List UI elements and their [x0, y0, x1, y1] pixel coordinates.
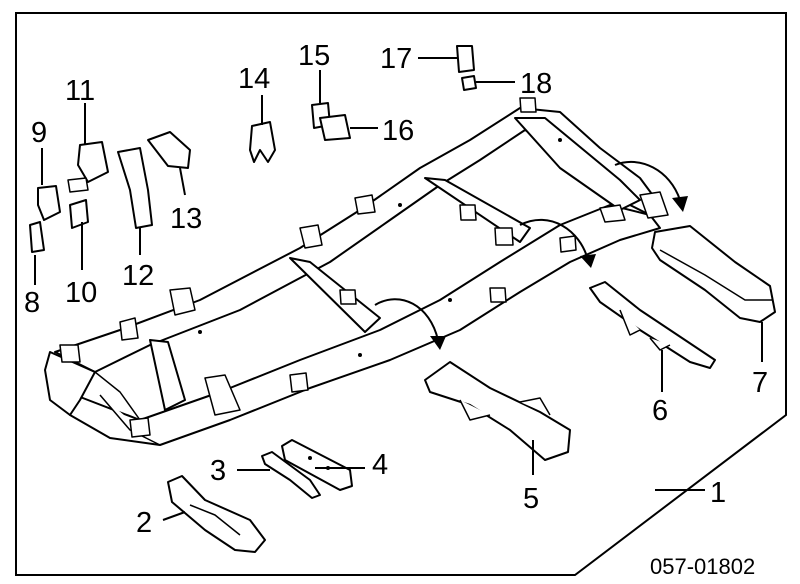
diagram-border: [15, 12, 787, 576]
part-6-tube-crossmember: [589, 281, 716, 369]
main-frame-assembly: [44, 97, 669, 446]
callout-7: 7: [752, 367, 768, 399]
callout-12: 12: [122, 260, 154, 292]
part-14-bracket: [249, 121, 276, 163]
figure-code: 057-01802: [650, 554, 755, 579]
part-4-plate: [281, 439, 353, 491]
part-13-bracket: [147, 131, 191, 169]
part-10-bracket: [69, 199, 89, 229]
part-9-bracket: [37, 185, 61, 221]
callout-10: 10: [65, 277, 97, 309]
callout-16: 16: [382, 115, 414, 147]
callout-5: 5: [523, 483, 539, 515]
part-18-bracket: [461, 75, 477, 91]
callout-labels: 1 2 3 4 5 6 7 8 9 10 11 12 13 14 15 16 1…: [24, 40, 768, 539]
callout-2: 2: [136, 507, 152, 539]
removal-arrows: [374, 160, 688, 350]
callout-11: 11: [65, 75, 95, 107]
callout-8: 8: [24, 287, 40, 319]
callout-17: 17: [380, 43, 412, 75]
callout-6: 6: [652, 395, 668, 427]
part-8-bracket: [29, 221, 45, 253]
part-2-front-member: [167, 475, 266, 553]
callout-1: 1: [710, 477, 726, 509]
part-3-strap: [261, 451, 321, 499]
callout-4: 4: [372, 449, 388, 481]
callout-3: 3: [210, 455, 226, 487]
callout-13: 13: [170, 203, 202, 235]
part-16-bracket: [319, 114, 351, 141]
part-5-center-crossmember: [424, 361, 571, 461]
part-12-bracket: [117, 147, 153, 229]
part-17-bracket: [456, 45, 475, 73]
callout-15: 15: [298, 40, 330, 72]
callout-9: 9: [31, 117, 47, 149]
leader-lines: [34, 57, 763, 521]
part-11-bracket: [77, 141, 109, 183]
callout-14: 14: [238, 63, 270, 95]
callout-18: 18: [520, 68, 552, 100]
